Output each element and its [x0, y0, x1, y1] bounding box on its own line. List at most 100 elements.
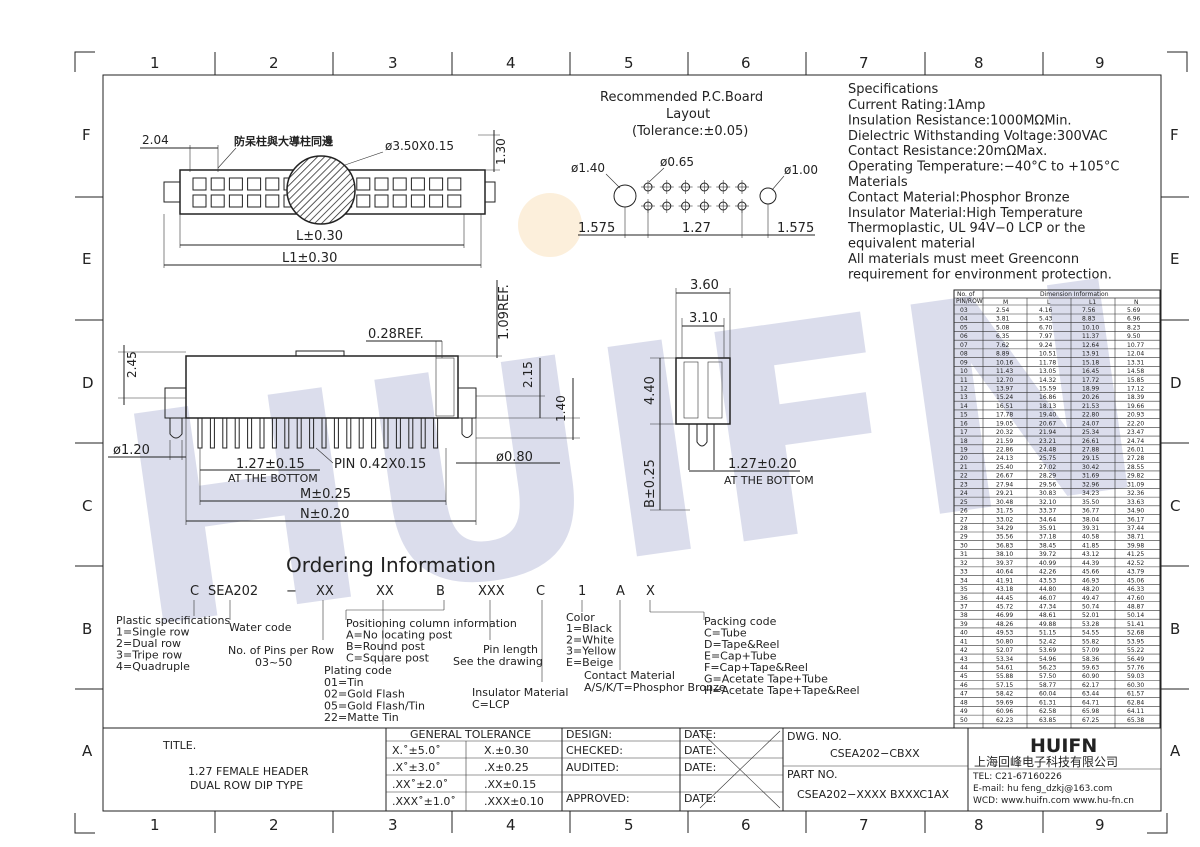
dim-table-cell: 13	[960, 394, 968, 401]
dim-table-cell: 14.32	[1039, 377, 1056, 384]
dim-table-cell: 56.49	[1127, 656, 1144, 663]
packing-line: F=Cap+Tape&Reel	[704, 661, 808, 674]
col-label: 8	[974, 54, 984, 72]
positioning-line: A=No locating post	[346, 629, 453, 642]
dim-table-cell: 37	[960, 603, 968, 610]
dim-table-cell: 34.90	[1127, 508, 1144, 515]
positioning-line: Positioning column information	[346, 617, 517, 630]
pin	[247, 417, 253, 449]
dim-table-cell: 17.72	[1082, 377, 1099, 384]
row-label: A	[82, 742, 93, 760]
dim-table-cell: 32.36	[1127, 490, 1144, 497]
row-label: E	[1170, 250, 1179, 268]
dim-3-60: 3.60	[690, 278, 719, 293]
dim-table-cell: 06	[960, 333, 968, 340]
dim-table-cell: 62.23	[996, 717, 1013, 724]
dim-table-cell: 38	[960, 612, 968, 619]
row-label: D	[82, 374, 94, 392]
dim-table-cell: 26.61	[1082, 438, 1099, 445]
dim-table-cell: 59.03	[1127, 673, 1144, 680]
dim-table-cell: 21.53	[1082, 403, 1099, 410]
tolerance-angle: .XXX˚±1.0˚	[392, 795, 456, 808]
dim-table-cell: 20.67	[1039, 420, 1056, 427]
dim-table-cell: 62.84	[1127, 699, 1144, 706]
dim-table-cell: 59.63	[1082, 665, 1099, 672]
dim-table-cell: 29.15	[1082, 455, 1099, 462]
spec-line: All materials must meet Greenconn	[848, 252, 1079, 267]
dim-table-cell: 38.45	[1039, 542, 1056, 549]
dim-table-cell: 14.58	[1127, 368, 1144, 375]
dim-table-cell: 27.28	[1127, 455, 1144, 462]
pcb-large-hole-left	[613, 184, 637, 208]
pin	[408, 417, 414, 449]
dim-table-cell: 28	[960, 525, 968, 532]
dim-table-cell: 9.24	[1039, 342, 1053, 349]
dim-table-cell: 27	[960, 516, 968, 523]
date-label: DATE:	[684, 761, 716, 774]
spec-line: Materials	[848, 175, 908, 190]
dim-table-cell: 17.78	[996, 412, 1013, 419]
contact-cell	[265, 194, 280, 208]
row-label: F	[1170, 126, 1179, 144]
dim-table-cell: 7.56	[1082, 307, 1096, 314]
dim-table-cell: 34.23	[1082, 490, 1099, 497]
dim-2-45: 2.45	[125, 351, 139, 378]
dim-table-cell: 43	[960, 656, 968, 663]
dim-table-cell: 12.70	[996, 377, 1013, 384]
dim-table-cell: 58.42	[996, 691, 1013, 698]
plating-line: 01=Tin	[324, 676, 364, 689]
dim-table-cell: 48.87	[1127, 603, 1144, 610]
dim-table-cell: 57.09	[1082, 647, 1099, 654]
top-view: 2.04 防呆柱與大導柱同邊 ø3.50X0.15 1.30 L±0.30 L1…	[140, 130, 508, 268]
dim-table-cell: 44.45	[996, 595, 1013, 602]
title-block: TITLE. 1.27 FEMALE HEADER DUAL ROW DIP T…	[103, 727, 1161, 811]
dim-table-cell: 40.99	[1039, 560, 1056, 567]
positioning-line: C=Square post	[346, 652, 430, 665]
dim-4-40: 4.40	[643, 376, 658, 405]
color-line: Color	[566, 611, 595, 624]
dim-table-cell: 52.07	[996, 647, 1013, 654]
dim-table-cell: 36	[960, 595, 968, 602]
dim-table-cell: 43.18	[996, 586, 1013, 593]
row-label: A	[1170, 742, 1181, 760]
dim-post-diameter: ø3.50X0.15	[385, 139, 454, 153]
pcb-dia-mid: ø0.65	[660, 155, 694, 169]
dim-table-cell: 62.17	[1082, 682, 1099, 689]
dim-table-cell: 24.07	[1082, 420, 1099, 427]
dim-table-cell: 19.05	[996, 420, 1013, 427]
dim-table-cell: 54.55	[1082, 630, 1099, 637]
dim-table-cell: 38.04	[1082, 516, 1099, 523]
dim-table-cell: 39.31	[1082, 525, 1099, 532]
dim-table-cell: 60.30	[1127, 682, 1144, 689]
dim-table-cell: 28.55	[1127, 464, 1144, 471]
dim-table-cell: 5.08	[996, 324, 1010, 331]
pins-line: 03~50	[255, 656, 292, 669]
dim-M: M±0.25	[300, 487, 351, 502]
dim-table-cell: 22.86	[996, 447, 1013, 454]
tolerance-angle: .X˚±3.0˚	[392, 761, 441, 774]
dim-table-cell: 6.96	[1127, 316, 1141, 323]
pcb-dim-right: 1.575	[777, 221, 814, 236]
dim-table-cell: 25.34	[1082, 429, 1099, 436]
dim-table-cell: 18	[960, 438, 968, 445]
dim-table-cell: 58.36	[1082, 656, 1099, 663]
dim-table-cell: 46.07	[1039, 595, 1056, 602]
dim-table-cell: 16.45	[1082, 368, 1099, 375]
spec-line: Insulator Material:High Temperature	[848, 206, 1083, 221]
front-view-cap	[295, 350, 345, 357]
dim-table-cell: 24.13	[996, 455, 1013, 462]
spec-line: Operating Temperature:−40°C to +105°C	[848, 160, 1119, 175]
dim-L1: L1±0.30	[282, 251, 337, 266]
dim-B: B±0.25	[643, 459, 658, 508]
dim-table-cell: 29	[960, 534, 968, 541]
spec-line: Current Rating:1Amp	[848, 98, 985, 113]
dim-table-cell: 34	[960, 577, 968, 584]
signoff-rows: DESIGN:DATE:CHECKED:DATE:AUDITED:DATE:AP…	[566, 728, 716, 805]
dim-table-cell: 18.39	[1127, 394, 1144, 401]
company-name-cn: 上海回峰电子科技有限公司	[974, 754, 1118, 769]
